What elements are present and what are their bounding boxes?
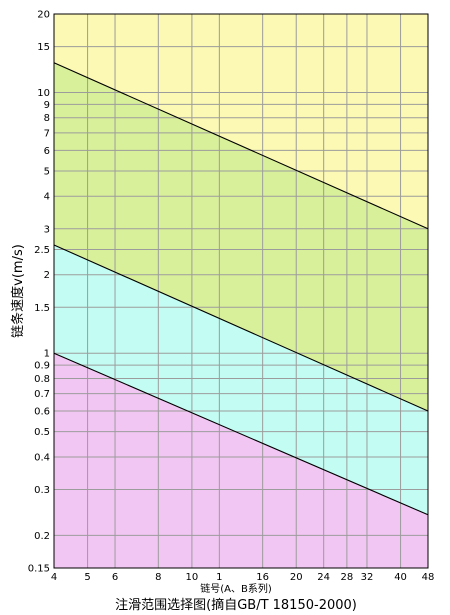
y-tick-label: 0.15 [28,564,50,575]
x-tick-label: 40 [394,572,407,583]
y-tick-label: 10 [37,88,50,99]
x-tick-label: 28 [341,572,354,583]
y-tick-label: 15 [37,42,50,53]
y-tick-label: 8 [44,113,50,124]
y-tick-label: 9 [44,100,50,111]
y-tick-label: 2 [44,270,50,281]
y-tick-label: 0.6 [34,407,50,418]
y-tick-label: 3 [44,224,50,235]
y-axis-label: 链条速度v(m/s) [10,244,26,338]
boundary-line-1 [53,352,429,516]
y-tick-label: 5 [44,166,50,177]
x-tick-label: 32 [361,572,374,583]
y-tick-label: 0.2 [34,531,50,542]
x-tick-labels: 4 5 6 8 10 1 16 20 24 28 32 40 48 [51,572,435,583]
x-tick-label: 16 [256,572,269,583]
y-tick-label: 2.5 [34,245,50,256]
plot-frame [53,13,429,569]
y-tick-label: 1 [44,349,50,360]
x-tick-label: 8 [155,572,161,583]
y-tick-label: 6 [44,146,50,157]
y-tick-label: 0.7 [34,389,50,400]
boundary-line-3 [53,62,429,230]
chart-title: 注滑范围选择图(摘自GB/T 18150-2000) [115,597,357,613]
x-tick-label: 6 [112,572,118,583]
region-fill-1 [54,353,428,568]
x-tick-label: 4 [51,572,57,583]
y-tick-label: 0.8 [34,374,50,385]
x-axis-label: 链号(A、B系列) [200,582,272,595]
x-tick-label: 1 [216,572,222,583]
x-tick-label: 24 [317,572,330,583]
boundary-line-2 [53,244,429,412]
y-tick-label: 0.5 [34,427,50,438]
y-tick-label: 0.3 [34,485,50,496]
y-tick-label: 0.9 [34,361,50,372]
region-fill-2 [54,245,428,515]
region-fill-4 [54,14,428,229]
x-tick-label: 5 [84,572,90,583]
y-tick-label: 0.4 [34,452,50,463]
x-tick-label: 10 [186,572,199,583]
y-tick-label: 7 [44,128,50,139]
y-tick-labels: 0.15 0.2 0.3 0.4 0.5 0.6 0.7 0.8 0.91 1.5 2 2.5 3 4 5 6… [28,10,50,575]
y-tick-label: 4 [44,192,50,203]
region-fills [54,14,428,568]
x-tick-label: 20 [290,572,303,583]
y-tick-label: 1.5 [34,303,50,314]
boundary-lines [53,62,429,516]
x-tick-label: 48 [422,572,435,583]
y-tick-label: 20 [37,10,50,21]
